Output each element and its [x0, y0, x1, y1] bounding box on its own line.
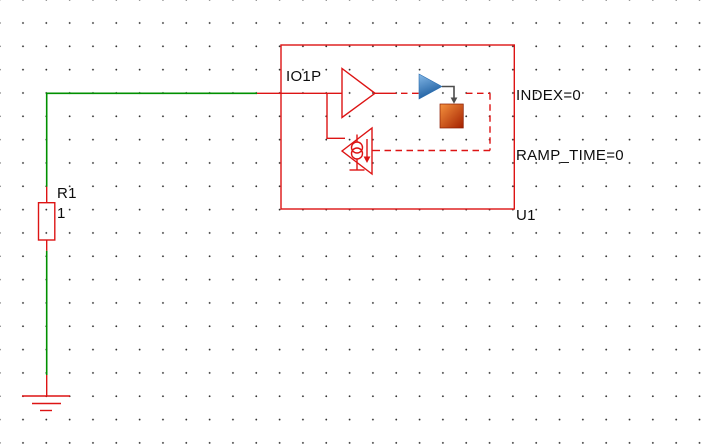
current-source-triangle-symbol: [340, 126, 373, 176]
blue-arrow-icon: [418, 73, 443, 100]
wire-segment-top: [45, 92, 257, 187]
wire-net[interactable]: [45, 92, 257, 375]
current-source-circle-top: [350, 141, 364, 154]
r1-value-label[interactable]: 1: [57, 205, 66, 222]
u1-property-ramp-time[interactable]: RAMP_TIME=0: [516, 147, 624, 164]
u1-property-block[interactable]: INDEX=0 RAMP_TIME=0 U1: [516, 46, 624, 266]
r1-reference-designator[interactable]: R1: [57, 185, 77, 202]
connector-arrow-icon: [442, 85, 458, 104]
orange-block-icon: [439, 103, 464, 129]
feedback-branch-wire: [326, 93, 345, 139]
dashed-signal-path: [372, 92, 491, 152]
buffer-triangle-symbol: [341, 67, 377, 119]
u1-boundary-box: [280, 44, 516, 210]
u1-component[interactable]: [257, 44, 516, 210]
current-direction-arrow-icon: [363, 139, 371, 163]
u1-port-label[interactable]: IO1P: [286, 68, 322, 85]
resistor-r1-symbol[interactable]: [37, 186, 56, 251]
u1-property-index[interactable]: INDEX=0: [516, 87, 582, 104]
resistor-body: [37, 201, 56, 241]
u1-reference-designator[interactable]: U1: [516, 207, 536, 224]
ground-symbol[interactable]: [22, 375, 70, 412]
